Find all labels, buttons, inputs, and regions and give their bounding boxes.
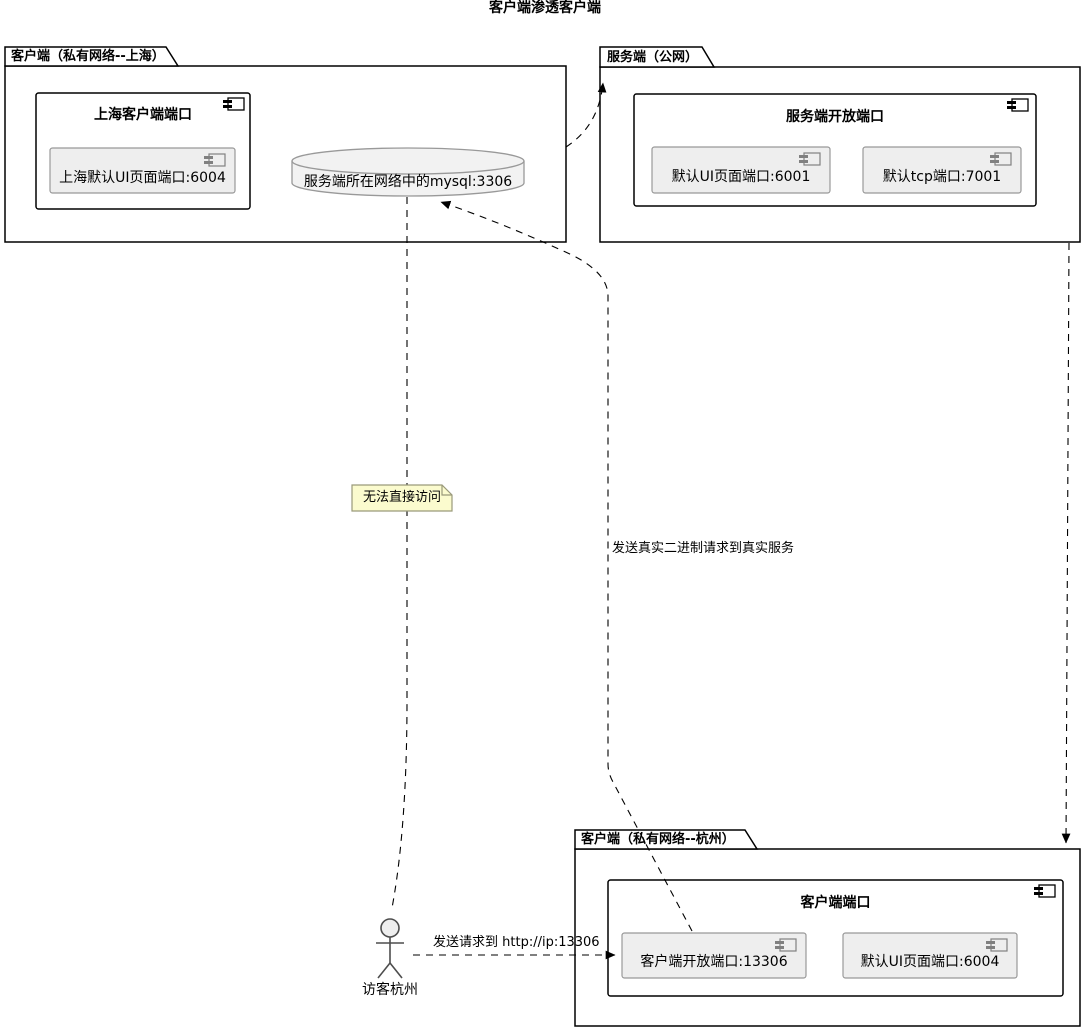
edge-shanghai-to-server <box>565 82 607 148</box>
component-icon <box>204 153 226 167</box>
port-hangzhou-ui-6004 <box>842 932 1018 979</box>
component-icon <box>775 938 797 952</box>
component-icon <box>986 938 1008 952</box>
component-server-title: 服务端开放端口 <box>786 109 884 125</box>
component-shanghai-port-title: 上海客户端端口 <box>94 107 192 123</box>
port-server-tcp-7001-label: 默认tcp端口:7001 <box>882 169 1002 185</box>
component-icon <box>1007 98 1029 112</box>
database-label: 服务端所在网络中的mysql:3306 <box>303 174 513 190</box>
edge-13306-to-mysql <box>440 200 693 932</box>
port-shanghai-ui-6004-label: 上海默认UI页面端口:6004 <box>59 170 226 186</box>
edge-server-to-hangzhou <box>1061 242 1071 844</box>
port-server-ui-6001 <box>651 146 831 194</box>
component-icon <box>223 97 245 111</box>
port-server-tcp-7001 <box>862 146 1022 194</box>
port-server-ui-6001-label: 默认UI页面端口:6001 <box>671 169 811 185</box>
note <box>351 484 453 512</box>
component-icon <box>990 152 1012 166</box>
port-hangzhou-open-13306 <box>621 932 807 979</box>
database-icon <box>291 147 525 197</box>
component-icon <box>799 152 821 166</box>
package-hangzhou-label: 客户端（私有网络--杭州） <box>581 832 735 847</box>
note-text: 无法直接访问 <box>362 490 441 505</box>
package-shanghai-label: 客户端（私有网络--上海） <box>11 49 165 64</box>
port-hangzhou-open-13306-label: 客户端开放端口:13306 <box>640 954 788 970</box>
edge-label-http-request: 发送请求到 http://ip:13306 <box>433 935 600 950</box>
edge-label-binary-request: 发送真实二进制请求到真实服务 <box>612 541 795 556</box>
edge-actor-to-mysql <box>391 197 408 909</box>
diagram-title: 客户端渗透客户端 <box>489 0 601 16</box>
component-icon <box>1034 884 1056 898</box>
port-hangzhou-ui-6004-label: 默认UI页面端口:6004 <box>860 954 1000 970</box>
component-hangzhou-title: 客户端端口 <box>800 895 871 911</box>
actor-icon <box>376 918 404 979</box>
actor-label: 访客杭州 <box>362 982 418 998</box>
package-server-label: 服务端（公网） <box>607 50 699 65</box>
port-shanghai-ui-6004 <box>49 147 236 194</box>
